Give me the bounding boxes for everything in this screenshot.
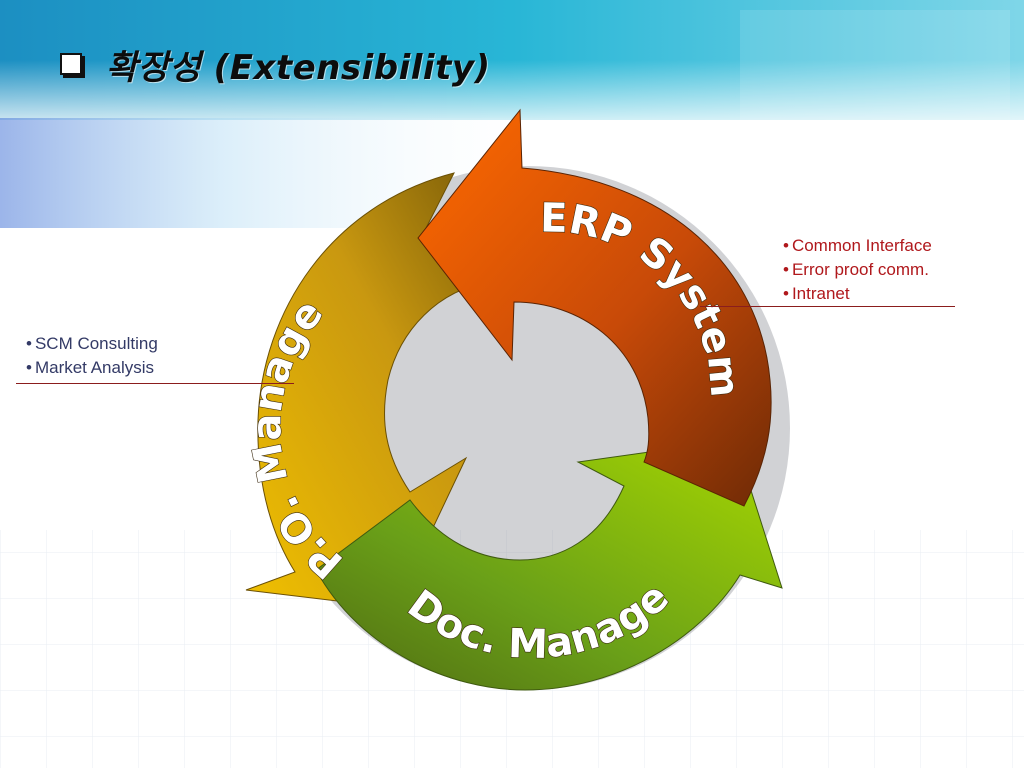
segment-doc-manage — [315, 439, 783, 691]
left-note-list: SCM Consulting Market Analysis — [26, 332, 158, 380]
right-note-rule — [700, 306, 955, 307]
right-note-item: Error proof comm. — [783, 258, 932, 282]
right-note-list: Common Interface Error proof comm. Intra… — [783, 234, 932, 306]
slide-title: 확장성 (Extensibility) — [106, 47, 491, 88]
checkbox-bullet-icon — [60, 53, 82, 75]
segment-erp-system — [417, 108, 772, 507]
title-row: 확장성 (Extensibility) — [60, 34, 491, 94]
left-note-item: SCM Consulting — [26, 332, 158, 356]
right-note-item: Common Interface — [783, 234, 932, 258]
left-note-item: Market Analysis — [26, 356, 158, 380]
left-note-rule — [16, 383, 294, 384]
right-note-item: Intranet — [783, 282, 932, 306]
segment-po-manage — [245, 172, 492, 609]
